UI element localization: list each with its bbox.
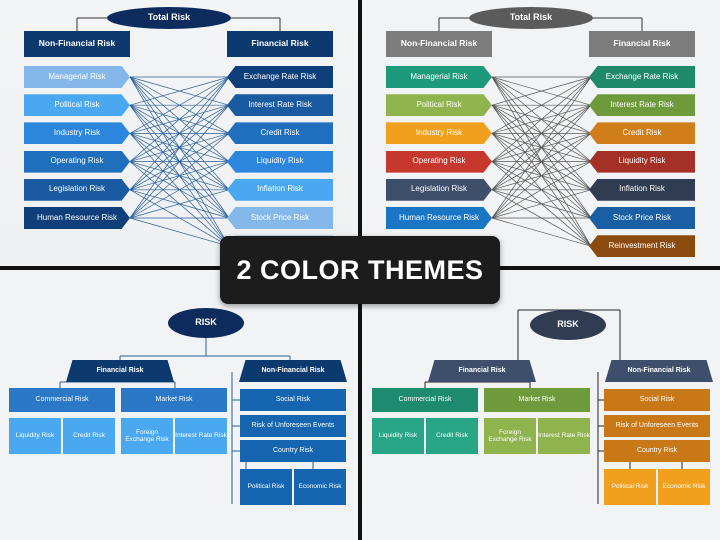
unforeseen-events-risk-node: Risk of Unforeseen Events xyxy=(240,415,346,437)
economic-risk-leaf: Economic Risk xyxy=(294,469,346,505)
interest-rate-risk-leaf: Interest Rate Risk xyxy=(175,418,227,454)
right-item: Exchange Rate Risk xyxy=(227,66,333,88)
connector-line xyxy=(491,161,592,219)
connector-line xyxy=(129,76,230,162)
country-risk-node: Country Risk xyxy=(240,440,346,462)
connector-line xyxy=(129,133,230,219)
quadrant-blue-matrix: Total Risk Non-Financial Risk Financial … xyxy=(0,0,360,268)
connector-lines xyxy=(438,17,643,247)
country-risk-node: Country Risk xyxy=(604,440,710,462)
credit-risk-leaf: Credit Risk xyxy=(426,418,478,454)
political-risk-leaf: Political Risk xyxy=(240,469,292,505)
color-themes-banner: 2 COLOR THEMES xyxy=(220,236,500,304)
connector-line xyxy=(491,76,592,106)
political-risk-leaf: Political Risk xyxy=(604,469,656,505)
connector-line xyxy=(129,104,230,219)
liquidity-risk-leaf: Liquidity Risk xyxy=(372,418,424,454)
connector-line xyxy=(491,189,592,219)
connector-line xyxy=(491,76,592,134)
commercial-risk-node: Commercial Risk xyxy=(9,388,115,412)
quadrant-color-tree: RISK Financial Risk Non-Financial Risk C… xyxy=(360,268,720,540)
right-item: Interest Rate Risk xyxy=(227,94,333,117)
market-risk-node: Market Risk xyxy=(121,388,227,412)
non-financial-header: Non-Financial Risk xyxy=(24,31,130,57)
connector-line xyxy=(129,76,230,106)
left-item: Political Risk xyxy=(24,94,130,117)
non-financial-header: Non-Financial Risk xyxy=(386,31,492,57)
financial-risk-node: Financial Risk xyxy=(66,360,174,382)
connector-line xyxy=(491,76,592,191)
left-item: Managerial Risk xyxy=(386,66,492,88)
left-item: Operating Risk xyxy=(386,150,492,173)
social-risk-node: Social Risk xyxy=(240,389,346,411)
economic-risk-leaf: Economic Risk xyxy=(658,469,710,505)
connector-line xyxy=(491,217,592,247)
left-item: Legislation Risk xyxy=(24,178,130,201)
right-item: Credit Risk xyxy=(589,122,695,145)
connector-line xyxy=(129,161,230,219)
left-item: Managerial Risk xyxy=(24,66,130,88)
left-item: Industry Risk xyxy=(386,122,492,145)
non-financial-risk-node: Non-Financial Risk xyxy=(239,360,347,382)
connector-line xyxy=(491,104,592,219)
left-item: Operating Risk xyxy=(24,150,130,173)
connector-line xyxy=(129,76,230,134)
total-risk-node: Total Risk xyxy=(107,7,231,29)
right-item: Inflation Risk xyxy=(589,178,695,201)
right-item: Inflation Risk xyxy=(227,178,333,201)
connector-line xyxy=(129,76,230,219)
right-item: Reinvestment Risk xyxy=(589,235,695,258)
quadrant-blue-tree: RISK Financial Risk Non-Financial Risk C… xyxy=(0,268,360,540)
left-item: Legislation Risk xyxy=(386,178,492,201)
connector-line xyxy=(129,189,230,219)
non-financial-risk-node: Non-Financial Risk xyxy=(605,360,713,382)
interest-rate-risk-leaf: Interest Rate Risk xyxy=(538,418,590,454)
left-item: Political Risk xyxy=(386,94,492,117)
unforeseen-events-risk-node: Risk of Unforeseen Events xyxy=(604,415,710,437)
right-item: Interest Rate Risk xyxy=(589,94,695,117)
forex-risk-leaf: Foreign Exchange Risk xyxy=(121,418,173,454)
right-item: Credit Risk xyxy=(227,122,333,145)
social-risk-node: Social Risk xyxy=(604,389,710,411)
financial-header: Financial Risk xyxy=(227,31,333,57)
commercial-risk-node: Commercial Risk xyxy=(372,388,478,412)
quadrant-color-matrix: Total Risk Non-Financial Risk Financial … xyxy=(360,0,720,268)
connector-line xyxy=(129,76,230,191)
right-item: Stock Price Risk xyxy=(589,207,695,229)
liquidity-risk-leaf: Liquidity Risk xyxy=(9,418,61,454)
right-item: Exchange Rate Risk xyxy=(589,66,695,88)
market-risk-node: Market Risk xyxy=(484,388,590,412)
left-item: Human Resource Risk xyxy=(386,207,492,229)
right-item: Liquidity Risk xyxy=(227,150,333,173)
risk-root-node: RISK xyxy=(530,310,606,340)
connector-line xyxy=(491,76,592,162)
risk-root-node: RISK xyxy=(168,308,244,338)
financial-risk-node: Financial Risk xyxy=(428,360,536,382)
connector-line xyxy=(491,76,592,219)
left-item: Human Resource Risk xyxy=(24,207,130,229)
connector-lines xyxy=(76,17,281,247)
connector-line xyxy=(491,133,592,219)
left-item: Industry Risk xyxy=(24,122,130,145)
right-item: Stock Price Risk xyxy=(227,207,333,229)
connector-line xyxy=(129,217,230,247)
tree-connectors xyxy=(59,338,314,504)
credit-risk-leaf: Credit Risk xyxy=(63,418,115,454)
total-risk-node: Total Risk xyxy=(469,7,593,29)
right-item: Liquidity Risk xyxy=(589,150,695,173)
forex-risk-leaf: Foreign Exchange Risk xyxy=(484,418,536,454)
financial-header: Financial Risk xyxy=(589,31,695,57)
